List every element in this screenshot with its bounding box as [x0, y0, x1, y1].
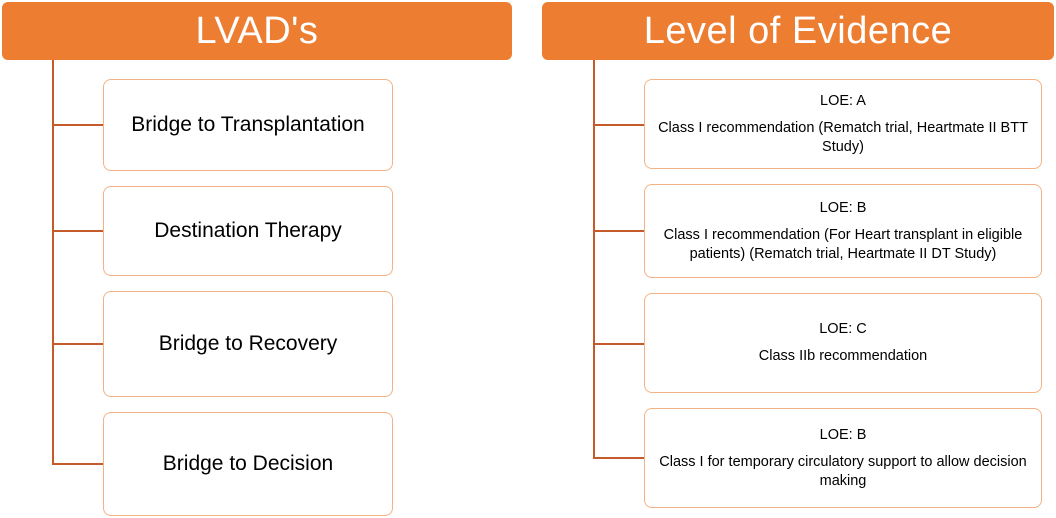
- lvad-card-bridge-to-recovery: Bridge to Recovery: [103, 291, 393, 397]
- card-label: Bridge to Recovery: [158, 332, 338, 355]
- card-label: Bridge to Transplantation: [131, 113, 365, 136]
- lvad-card-bridge-to-transplantation: Bridge to Transplantation: [103, 79, 393, 171]
- loe-recommendation: Class I for temporary circulatory suppor…: [659, 453, 1027, 489]
- evidence-connector-trunk: [593, 60, 595, 459]
- card-label: Bridge to Decision: [162, 452, 334, 475]
- lvad-card-destination-therapy: Destination Therapy: [103, 186, 393, 276]
- evidence-connector-branch: [593, 230, 645, 232]
- lvad-header: LVAD's: [2, 2, 512, 60]
- lvad-card-bridge-to-decision: Bridge to Decision: [103, 412, 393, 516]
- evidence-card-loe-b-decision: LOE: B Class I for temporary circulatory…: [644, 408, 1042, 508]
- loe-recommendation: Class IIb recommendation: [758, 348, 928, 364]
- evidence-card-loe-a: LOE: A Class I recommendation (Rematch t…: [644, 79, 1042, 169]
- lvad-connector-trunk: [52, 60, 54, 465]
- lvad-header-title: LVAD's: [195, 9, 319, 52]
- loe-recommendation: Class I recommendation (For Heart transp…: [663, 226, 1023, 262]
- evidence-card-loe-b: LOE: B Class I recommendation (For Heart…: [644, 184, 1042, 278]
- evidence-connector-branch: [593, 343, 645, 345]
- lvad-connector-branch: [52, 343, 104, 345]
- loe-level: LOE: C: [819, 321, 867, 337]
- card-label: Destination Therapy: [154, 219, 342, 242]
- lvad-connector-branch: [52, 124, 104, 126]
- evidence-connector-branch: [593, 124, 645, 126]
- evidence-connector-branch: [593, 457, 645, 459]
- loe-level: LOE: B: [819, 199, 867, 216]
- loe-level: LOE: B: [819, 426, 867, 443]
- level-of-evidence-header-title: Level of Evidence: [643, 9, 953, 52]
- loe-level: LOE: A: [820, 92, 866, 109]
- evidence-card-loe-c: LOE: C Class IIb recommendation: [644, 293, 1042, 393]
- level-of-evidence-header: Level of Evidence: [542, 2, 1054, 60]
- lvad-connector-branch: [52, 463, 104, 465]
- loe-recommendation: Class I recommendation (Rematch trial, H…: [658, 119, 1028, 155]
- lvad-connector-branch: [52, 230, 104, 232]
